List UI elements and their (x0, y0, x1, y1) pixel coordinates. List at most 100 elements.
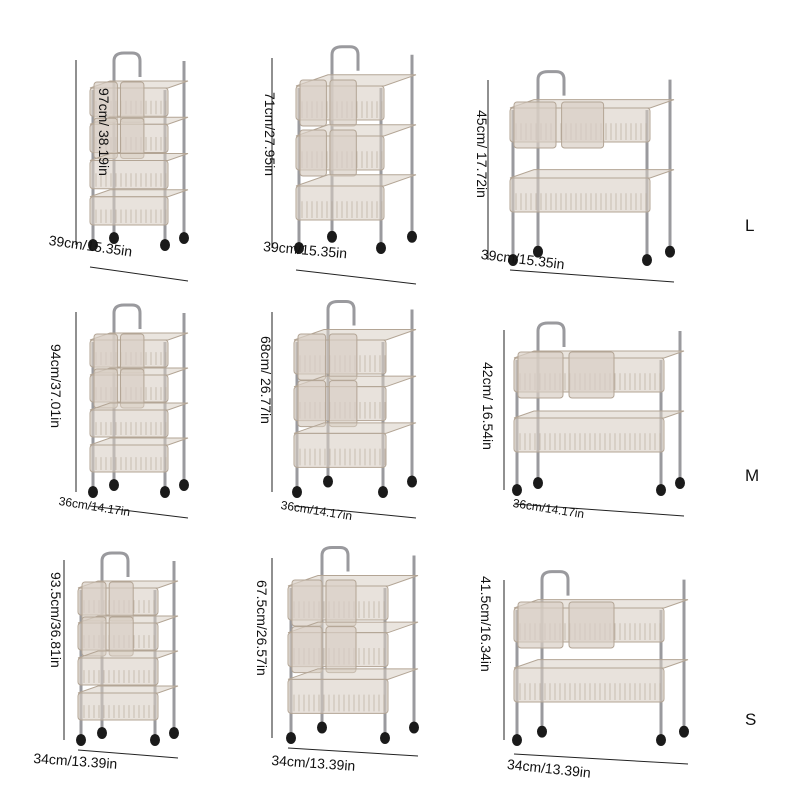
cart-2tier-L: 45cm/ 17.72in 39cm/15.35in (470, 40, 700, 290)
back-handle (326, 300, 356, 332)
hanging-cup (108, 581, 134, 622)
tray (77, 692, 159, 721)
width-dimension-line (513, 753, 689, 765)
wheel (512, 484, 522, 496)
size-label-S: S (745, 710, 757, 729)
cart-2tier-M-image (503, 321, 685, 517)
hanging-cup (517, 351, 564, 399)
height-label: 67.5cm/26.57in (254, 580, 270, 676)
back-handle (536, 70, 566, 102)
tray-top (513, 410, 685, 419)
tray (295, 185, 385, 221)
cart-4tier-L-image (75, 51, 189, 282)
wheel (656, 734, 666, 746)
hanging-cup (120, 81, 145, 123)
wheel (327, 230, 337, 243)
wheel (179, 232, 189, 244)
hanging-cup (329, 129, 357, 177)
hanging-cup (568, 351, 615, 399)
tray (89, 444, 169, 473)
hanging-cup (328, 380, 358, 428)
wheel (533, 245, 543, 258)
wheel (179, 479, 189, 491)
wheel (97, 727, 107, 739)
tray-top (89, 189, 189, 198)
hanging-cup (513, 101, 557, 149)
cart-2tier-L-image (487, 70, 675, 283)
wheel (150, 734, 160, 746)
width-dimension-line (287, 747, 419, 757)
width-dimension-line (77, 749, 179, 759)
wheel (380, 732, 390, 744)
hanging-cup (93, 368, 118, 409)
tray-top (89, 437, 189, 446)
hanging-cup (291, 579, 323, 627)
wheel (109, 232, 119, 244)
back-handle (112, 51, 142, 83)
tray-top (77, 685, 179, 694)
tray (89, 160, 169, 190)
wheel (376, 242, 386, 254)
wheel (409, 721, 419, 734)
height-label: 42cm/ 16.54in (480, 362, 496, 450)
wheel (286, 732, 296, 744)
hanging-cup (120, 333, 145, 374)
width-dimension-line (89, 266, 189, 282)
cart-3tier-L-image (271, 45, 417, 285)
cart-4tier-M: 94cm/37.01in 36cm/14.17in (40, 292, 230, 522)
cart-2tier-M: 42cm/ 16.54in 36cm/14.17in (470, 300, 700, 530)
tray (89, 409, 169, 438)
tray-top (509, 169, 675, 179)
hanging-cup (329, 79, 357, 127)
wheel (109, 479, 119, 491)
hanging-cup (93, 333, 118, 374)
hanging-cup (297, 333, 327, 381)
height-label: 41.5cm/16.34in (478, 576, 494, 672)
back-handle (330, 45, 360, 77)
width-dimension-line (295, 269, 417, 285)
size-label-M: M (745, 466, 760, 485)
wheel (407, 475, 417, 488)
wheel (508, 254, 518, 266)
wheel (294, 242, 304, 254)
height-label: 71cm/27.95in (262, 92, 278, 177)
tray (77, 657, 159, 686)
wheel (317, 721, 327, 734)
wheel (88, 486, 98, 498)
width-dimension-line (293, 505, 417, 519)
wheel (160, 239, 170, 251)
wheel (537, 725, 547, 738)
cart-4tier-S-image (63, 551, 179, 759)
wheel (169, 727, 179, 739)
tray-top (513, 659, 689, 669)
wheel (88, 239, 98, 251)
hanging-cup (299, 129, 327, 177)
wheel (407, 230, 417, 243)
hanging-cup (325, 626, 357, 674)
wheel (533, 477, 543, 489)
hanging-cup (291, 626, 323, 674)
hanging-cup (81, 581, 107, 622)
height-label: 93.5cm/36.81in (48, 572, 64, 668)
hanging-cup (328, 333, 358, 381)
cart-3tier-S-image (271, 546, 419, 757)
back-handle (540, 570, 570, 602)
hanging-cup (120, 117, 145, 159)
back-handle (100, 551, 130, 583)
cart-3tier-L: 71cm/27.95in 39cm/15.35in (258, 30, 448, 285)
tray (509, 177, 651, 213)
hanging-cup (561, 101, 605, 149)
wheel (679, 725, 689, 738)
width-dimension-line (513, 503, 685, 517)
hanging-cup (81, 616, 107, 657)
wheel (76, 734, 86, 746)
height-label: 68cm/ 26.77in (258, 336, 274, 424)
cart-2tier-S: 41.5cm/16.34in 34cm/13.39in (470, 550, 700, 790)
width-dimension-line (89, 505, 189, 519)
cart-3tier-M-image (271, 300, 417, 519)
hanging-cup (120, 368, 145, 409)
width-dimension-line (509, 269, 675, 283)
wheel (665, 245, 675, 258)
hanging-cup (568, 601, 615, 649)
wheel (160, 486, 170, 498)
